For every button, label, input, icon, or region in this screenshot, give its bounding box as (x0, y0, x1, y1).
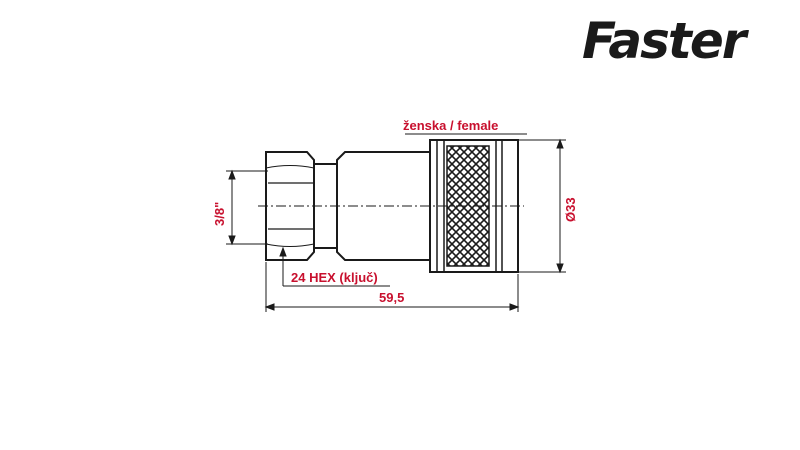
hex-nut (265, 151, 315, 261)
thread-size-label: 3/8" (212, 201, 227, 226)
faster-logo: Faster (582, 12, 746, 70)
length-dimension (264, 262, 520, 312)
thread-dimension (226, 169, 268, 246)
female-label: ženska / female (403, 118, 499, 133)
neck (314, 163, 337, 249)
diameter-label: Ø33 (563, 197, 578, 222)
hex-leader (279, 246, 390, 287)
hex-size-label: 24 HEX (ključ) (291, 270, 378, 285)
length-label: 59,5 (379, 290, 405, 305)
diameter-dimension (518, 138, 566, 274)
